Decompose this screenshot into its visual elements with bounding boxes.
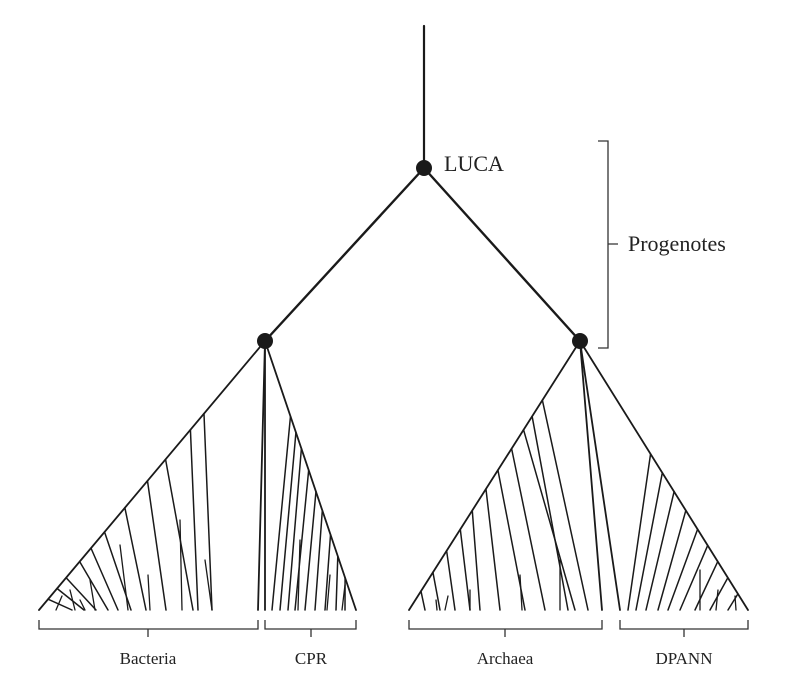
clade-dpann-twig-1: [715, 589, 719, 611]
clade-cpr-branch-5: [314, 509, 324, 611]
clade-archaea-left-edge: [408, 340, 581, 611]
clade-cpr-branch-0: [271, 415, 292, 611]
clade-bacteria-twig-0: [204, 559, 213, 611]
dpann-bracket: [619, 620, 749, 637]
clade-archaea-branch-8: [445, 550, 456, 611]
clade-bacteria-twig-4: [89, 579, 96, 611]
archaea-bracket: [408, 620, 603, 637]
clade-archaea-branch-1: [531, 415, 569, 611]
bacteria-bracket: [38, 620, 259, 637]
group-brackets: [38, 620, 749, 637]
clade-bacteria-branch-8: [65, 576, 97, 611]
clade-bacteria-right-edge: [257, 340, 266, 611]
clade-cpr-branch-2: [287, 447, 303, 611]
clade-dpann-left-edge: [579, 340, 621, 611]
clade-archaea-branch-10: [420, 590, 426, 611]
clade-dpann-branch-4: [667, 528, 699, 611]
clade-bacteria-twig-1: [179, 519, 183, 611]
clade-bacteria-branch-10: [47, 598, 73, 611]
clade-cpr-branch-6: [324, 533, 332, 611]
clade-cpr-branch-1: [279, 431, 297, 611]
clade-archaea-twig-4: [435, 599, 438, 611]
clade-dpann-twig-2: [734, 595, 737, 611]
clade-cpr-twig-1: [326, 574, 331, 611]
clade-bacteria-twig-6: [55, 595, 63, 611]
clade-bacteria-twig-3: [119, 544, 129, 611]
cpr-clade: [264, 340, 357, 611]
progenotes-bracket: [598, 140, 618, 349]
cpr-bracket: [264, 620, 357, 637]
luca-label: LUCA: [444, 151, 504, 176]
clade-cpr-right-edge: [264, 340, 357, 611]
clade-archaea-branch-6: [471, 509, 481, 611]
clade-bacteria-twig-5: [69, 589, 76, 611]
archaea-node: [572, 333, 588, 349]
group-label-archaea: Archaea: [477, 649, 534, 668]
bacteria-clade: [38, 340, 266, 611]
clade-dpann-branch-8: [727, 593, 739, 611]
clade-archaea-branch-9: [432, 571, 441, 611]
clade-archaea-twig-1: [519, 574, 523, 611]
dpann-clade: [579, 340, 749, 611]
clade-bacteria-branch-0: [203, 412, 213, 611]
clade-dpann-right-edge: [579, 340, 749, 611]
clade-bacteria-twig-2: [147, 574, 151, 611]
clade-dpann-branch-3: [657, 509, 687, 611]
clade-bacteria-branch-7: [78, 560, 109, 611]
left-main-branch: [263, 166, 426, 343]
clade-bacteria-branch-1: [189, 429, 199, 611]
clade-bacteria-twig-7: [79, 599, 86, 611]
clade-dpann-branch-2: [645, 490, 675, 611]
tree-backbone: [263, 24, 582, 343]
clade-dpann-branch-0: [627, 453, 652, 611]
progenotes-label: Progenotes: [628, 231, 726, 256]
clade-bacteria-branch-2: [164, 458, 194, 611]
clade-cpr-branch-4: [304, 490, 317, 611]
luca-node: [416, 160, 432, 176]
clade-archaea-branch-2: [522, 429, 576, 611]
group-label-cpr: CPR: [295, 649, 328, 668]
group-label-bacteria: Bacteria: [120, 649, 177, 668]
clade-cpr-branch-3: [294, 469, 310, 611]
clade-archaea-twig-3: [444, 595, 449, 611]
right-main-branch: [422, 166, 582, 343]
clade-bacteria-left-edge: [38, 340, 266, 611]
clade-cpr-branch-7: [335, 555, 339, 611]
clade-bacteria-branch-6: [90, 547, 119, 611]
clade-bacteria-branch-9: [56, 587, 85, 611]
clade-archaea-branch-0: [541, 399, 589, 611]
bacteria-node: [257, 333, 273, 349]
clade-bacteria-branch-3: [146, 480, 167, 611]
clade-archaea-branch-5: [485, 488, 501, 611]
clade-dpann-branch-7: [709, 576, 729, 611]
clade-dpann-branch-6: [694, 560, 719, 611]
clade-archaea-branch-7: [459, 528, 471, 611]
archaea-clade: [408, 340, 603, 611]
clade-archaea-branch-3: [510, 447, 546, 611]
clade-cpr-twig-2: [341, 584, 346, 611]
clade-cpr-twig-0: [297, 539, 301, 611]
clade-archaea-right-edge: [579, 340, 603, 611]
clade-dpann-branch-1: [635, 472, 664, 611]
clade-dpann-branch-5: [679, 544, 709, 611]
group-label-dpann: DPANN: [655, 649, 712, 668]
clade-bacteria-branch-4: [124, 507, 147, 611]
